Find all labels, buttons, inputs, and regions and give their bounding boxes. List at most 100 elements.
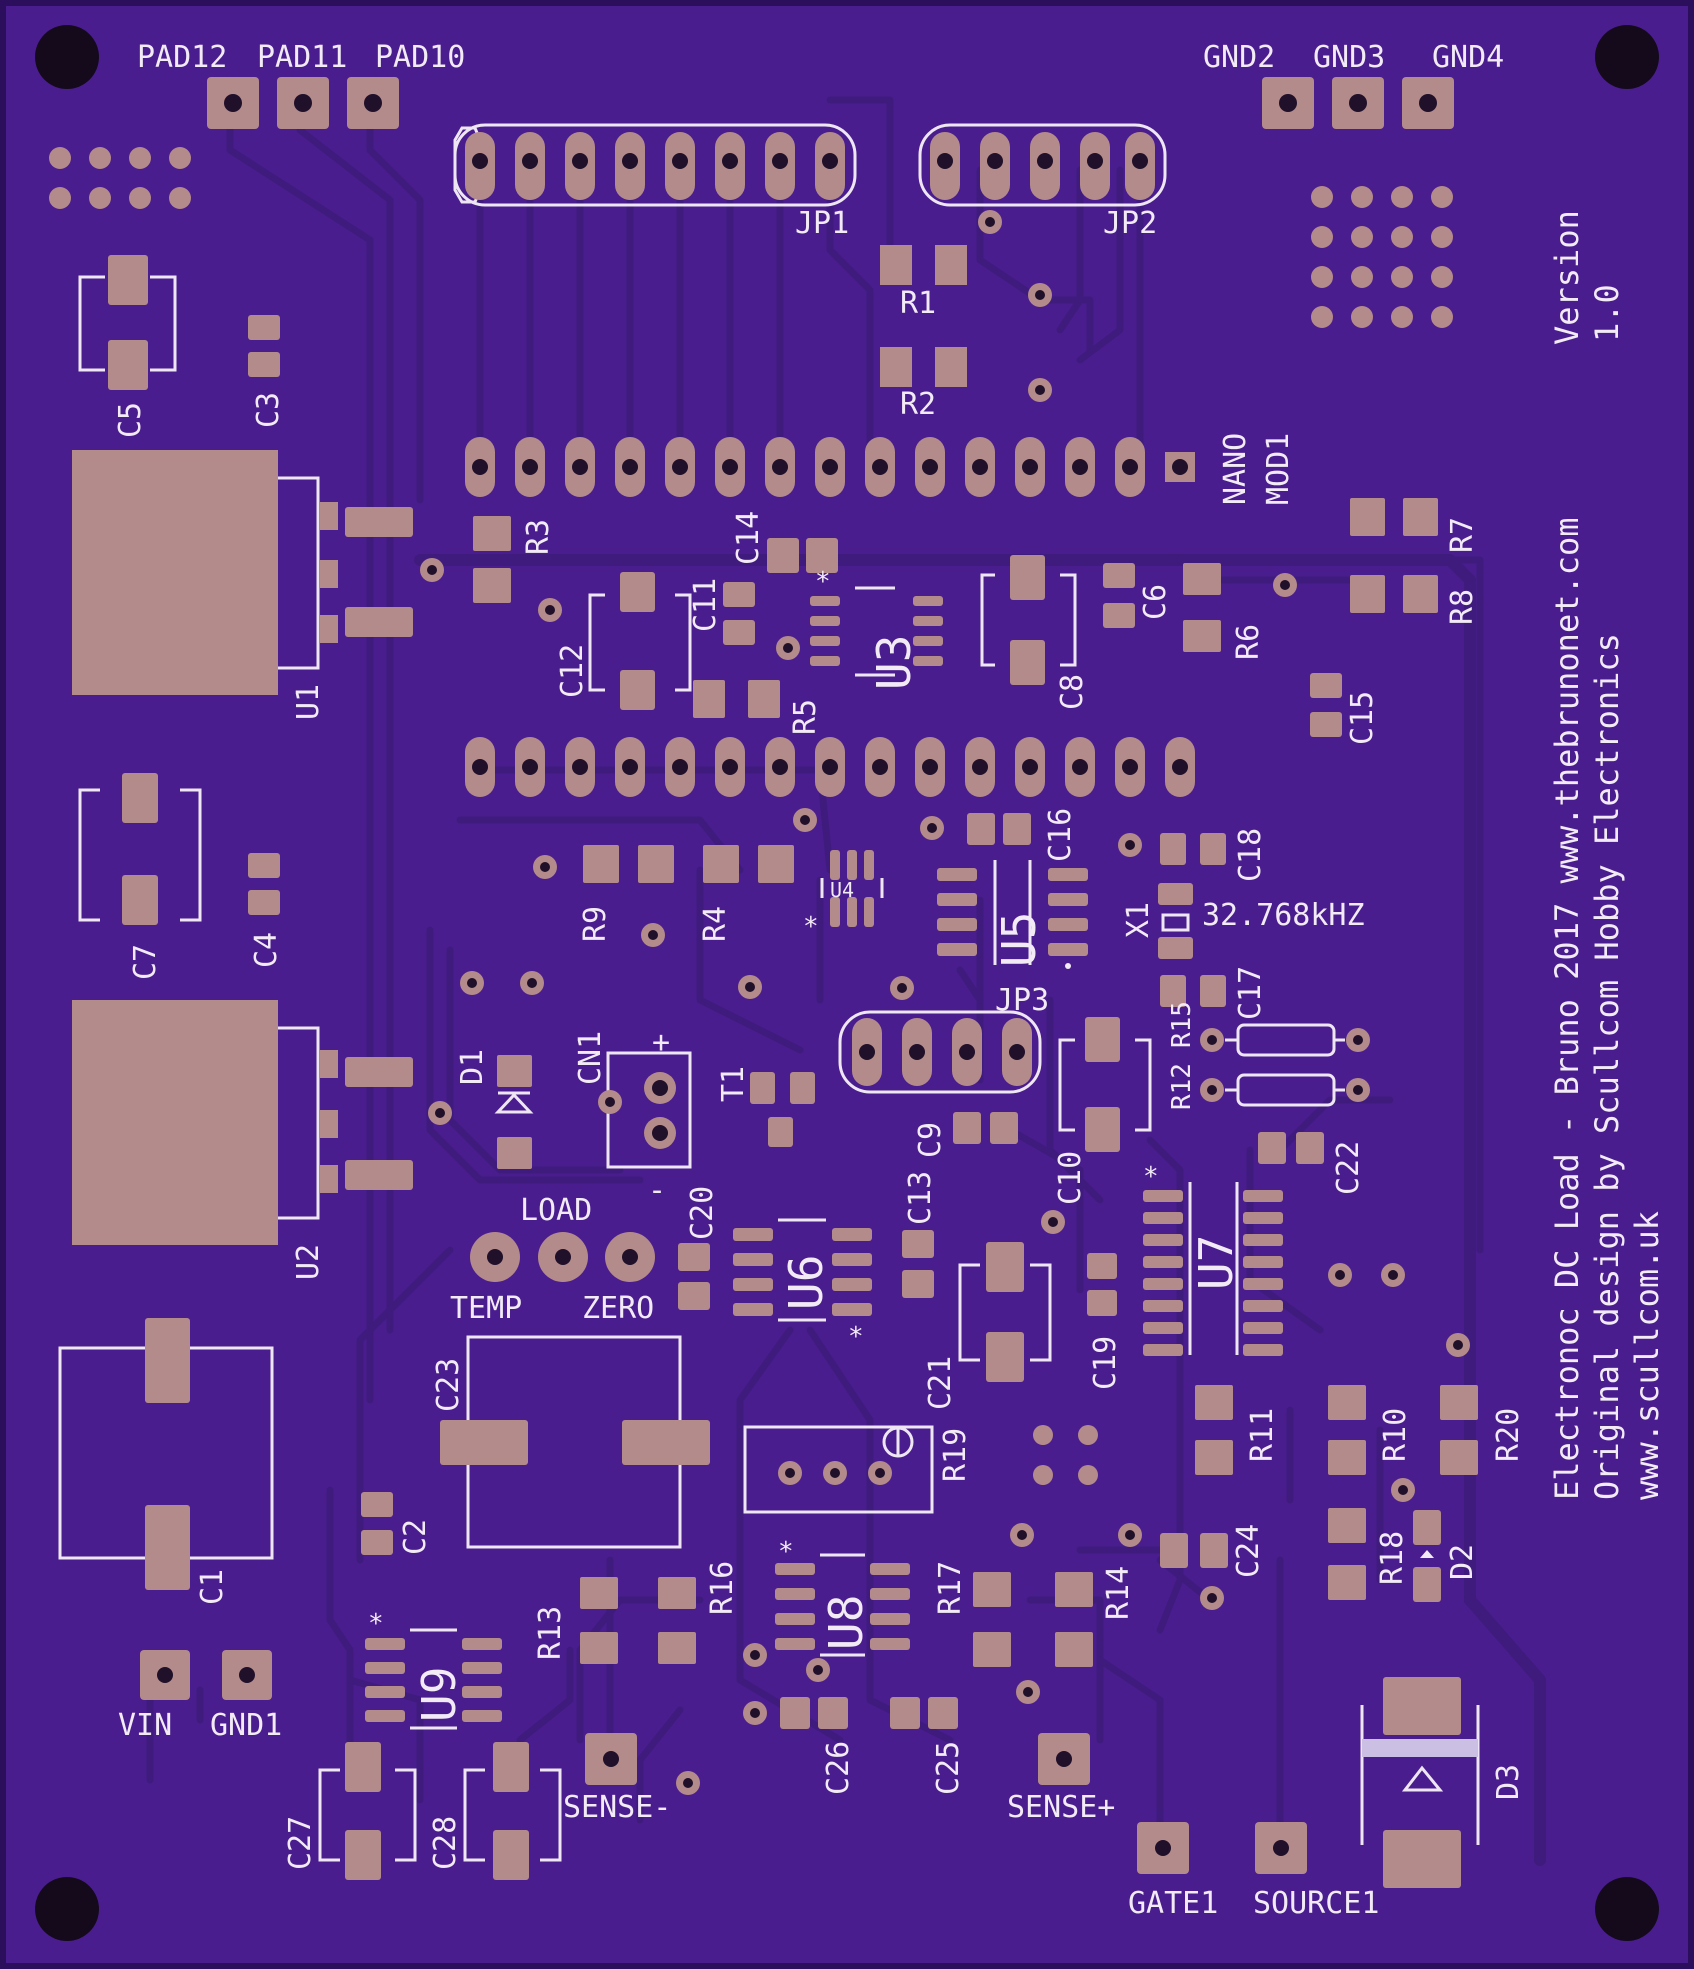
svg-text:C18: C18 bbox=[1233, 828, 1268, 882]
u1-regulator: U1 bbox=[72, 450, 413, 720]
x1-crystal: X1 32.768kHZ bbox=[1121, 883, 1365, 959]
c4: C4 bbox=[248, 853, 284, 968]
r15-r12-axial: R15 R12 bbox=[1167, 1001, 1370, 1110]
svg-text:C10: C10 bbox=[1053, 1151, 1088, 1205]
svg-text:R6: R6 bbox=[1231, 624, 1266, 660]
svg-text:U9: U9 bbox=[412, 1667, 466, 1722]
vin-gnd1-terminals: VIN GND1 bbox=[118, 1650, 282, 1743]
d3-diode: D3 bbox=[1360, 1677, 1526, 1888]
c21: C21 bbox=[923, 1242, 1052, 1410]
svg-text:R13: R13 bbox=[533, 1606, 568, 1660]
gnd1-label: GND1 bbox=[210, 1708, 282, 1743]
r6: R6 bbox=[1183, 563, 1266, 660]
r3: R3 bbox=[473, 516, 556, 603]
c3: C3 bbox=[248, 315, 286, 428]
svg-text:*: * bbox=[778, 1537, 794, 1567]
svg-text:+: + bbox=[652, 1025, 670, 1060]
svg-text:C8: C8 bbox=[1055, 674, 1090, 710]
gate-source-terminals: GATE1 SOURCE1 bbox=[1128, 1822, 1379, 1921]
svg-text:R12: R12 bbox=[1167, 1063, 1197, 1110]
u8: * U8 bbox=[775, 1537, 910, 1657]
r17: R17 bbox=[933, 1561, 1011, 1667]
pad12-label: PAD12 bbox=[137, 40, 227, 75]
sense-minus-label: SENSE- bbox=[563, 1790, 671, 1825]
board-surface bbox=[6, 6, 1688, 1963]
jp3-header: JP3 bbox=[838, 983, 1049, 1094]
svg-text:R15: R15 bbox=[1167, 1001, 1197, 1048]
load-temp-zero-pads: LOAD TEMP ZERO bbox=[450, 1193, 655, 1326]
credit-line-1: Electronoc DC Load - Bruno 2017 www.theb… bbox=[1548, 517, 1586, 1500]
svg-text:C24: C24 bbox=[1231, 1524, 1266, 1578]
via-quad-center bbox=[1033, 1425, 1098, 1485]
svg-text:C15: C15 bbox=[1345, 691, 1380, 745]
svg-text:C19: C19 bbox=[1088, 1336, 1123, 1390]
nano-mod1-label: NANO MOD1 bbox=[1218, 433, 1296, 505]
r11: R11 bbox=[1195, 1385, 1280, 1475]
sense-plus-terminal: SENSE+ bbox=[1007, 1733, 1115, 1825]
svg-text:C20: C20 bbox=[685, 1186, 720, 1240]
c13: C13 bbox=[902, 1171, 938, 1298]
r19-trimmer: R19 bbox=[743, 1425, 973, 1514]
svg-text:C16: C16 bbox=[1043, 808, 1078, 862]
c18: C18 bbox=[1160, 828, 1268, 882]
svg-text:R4: R4 bbox=[698, 906, 733, 942]
c10: C10 bbox=[1053, 1017, 1152, 1205]
svg-text:C3: C3 bbox=[251, 392, 286, 428]
svg-text:C13: C13 bbox=[903, 1171, 938, 1225]
r4: R4 bbox=[698, 845, 794, 942]
credit-line-3: www.scullcom.uk bbox=[1628, 1211, 1666, 1500]
c2: C2 bbox=[361, 1492, 433, 1555]
svg-text:D1: D1 bbox=[455, 1049, 490, 1085]
svg-text:R10: R10 bbox=[1378, 1408, 1413, 1462]
svg-text:R19: R19 bbox=[938, 1428, 973, 1482]
r14: R14 bbox=[1055, 1566, 1136, 1667]
c25: C25 bbox=[890, 1697, 966, 1795]
c22: C22 bbox=[1258, 1132, 1366, 1195]
mounting-holes bbox=[35, 25, 1659, 1941]
svg-text:D3: D3 bbox=[1491, 1764, 1526, 1800]
load-label: LOAD bbox=[520, 1193, 592, 1228]
r2: R2 bbox=[880, 347, 967, 422]
svg-text:C25: C25 bbox=[931, 1741, 966, 1795]
c17: C17 bbox=[1160, 966, 1268, 1020]
u5: U5 bbox=[937, 860, 1088, 969]
svg-text:R2: R2 bbox=[900, 387, 936, 422]
r1: R1 bbox=[880, 245, 967, 321]
svg-text:R8: R8 bbox=[1445, 589, 1480, 625]
svg-text:R11: R11 bbox=[1245, 1408, 1280, 1462]
gate1-label: GATE1 bbox=[1128, 1886, 1218, 1921]
svg-text:*: * bbox=[815, 567, 831, 597]
r18: R18 bbox=[1328, 1508, 1410, 1600]
svg-text:C23: C23 bbox=[431, 1358, 466, 1412]
svg-text:C12: C12 bbox=[555, 644, 590, 698]
svg-text:C1: C1 bbox=[195, 1569, 230, 1605]
credit-line-2: Original design by Scullcom Hobby Electr… bbox=[1588, 633, 1626, 1500]
gnd-header-top-right: GND2 GND3 GND4 bbox=[1203, 40, 1504, 129]
svg-text:C26: C26 bbox=[821, 1741, 856, 1795]
u7: * U7 bbox=[1143, 1162, 1283, 1356]
r8: R8 bbox=[1350, 575, 1480, 625]
svg-text:X1: X1 bbox=[1121, 902, 1156, 938]
svg-text:U6: U6 bbox=[779, 1255, 833, 1310]
sense-minus-terminal: SENSE- bbox=[563, 1733, 671, 1825]
d1-diode: D1 bbox=[455, 1049, 534, 1169]
svg-text:R7: R7 bbox=[1445, 517, 1480, 553]
svg-text:C11: C11 bbox=[688, 578, 723, 632]
c6: C6 bbox=[1103, 563, 1173, 628]
c15: C15 bbox=[1310, 673, 1380, 745]
svg-text:T1: T1 bbox=[716, 1066, 751, 1102]
jp1-header: JP1 bbox=[453, 123, 857, 241]
crystal-frequency: 32.768kHZ bbox=[1202, 898, 1365, 933]
svg-text:D2: D2 bbox=[1445, 1544, 1480, 1580]
svg-text:U8: U8 bbox=[819, 1595, 873, 1650]
c12: C12 bbox=[555, 572, 692, 710]
version-line-1: Version bbox=[1548, 210, 1586, 345]
r16: R16 bbox=[658, 1561, 740, 1664]
zero-label: ZERO bbox=[582, 1291, 654, 1326]
c20: C20 bbox=[678, 1186, 720, 1310]
credits-text: Electronoc DC Load - Bruno 2017 www.theb… bbox=[1548, 210, 1666, 1500]
pad10-label: PAD10 bbox=[375, 40, 465, 75]
svg-text:C28: C28 bbox=[428, 1816, 463, 1870]
gnd2-label: GND2 bbox=[1203, 40, 1275, 75]
